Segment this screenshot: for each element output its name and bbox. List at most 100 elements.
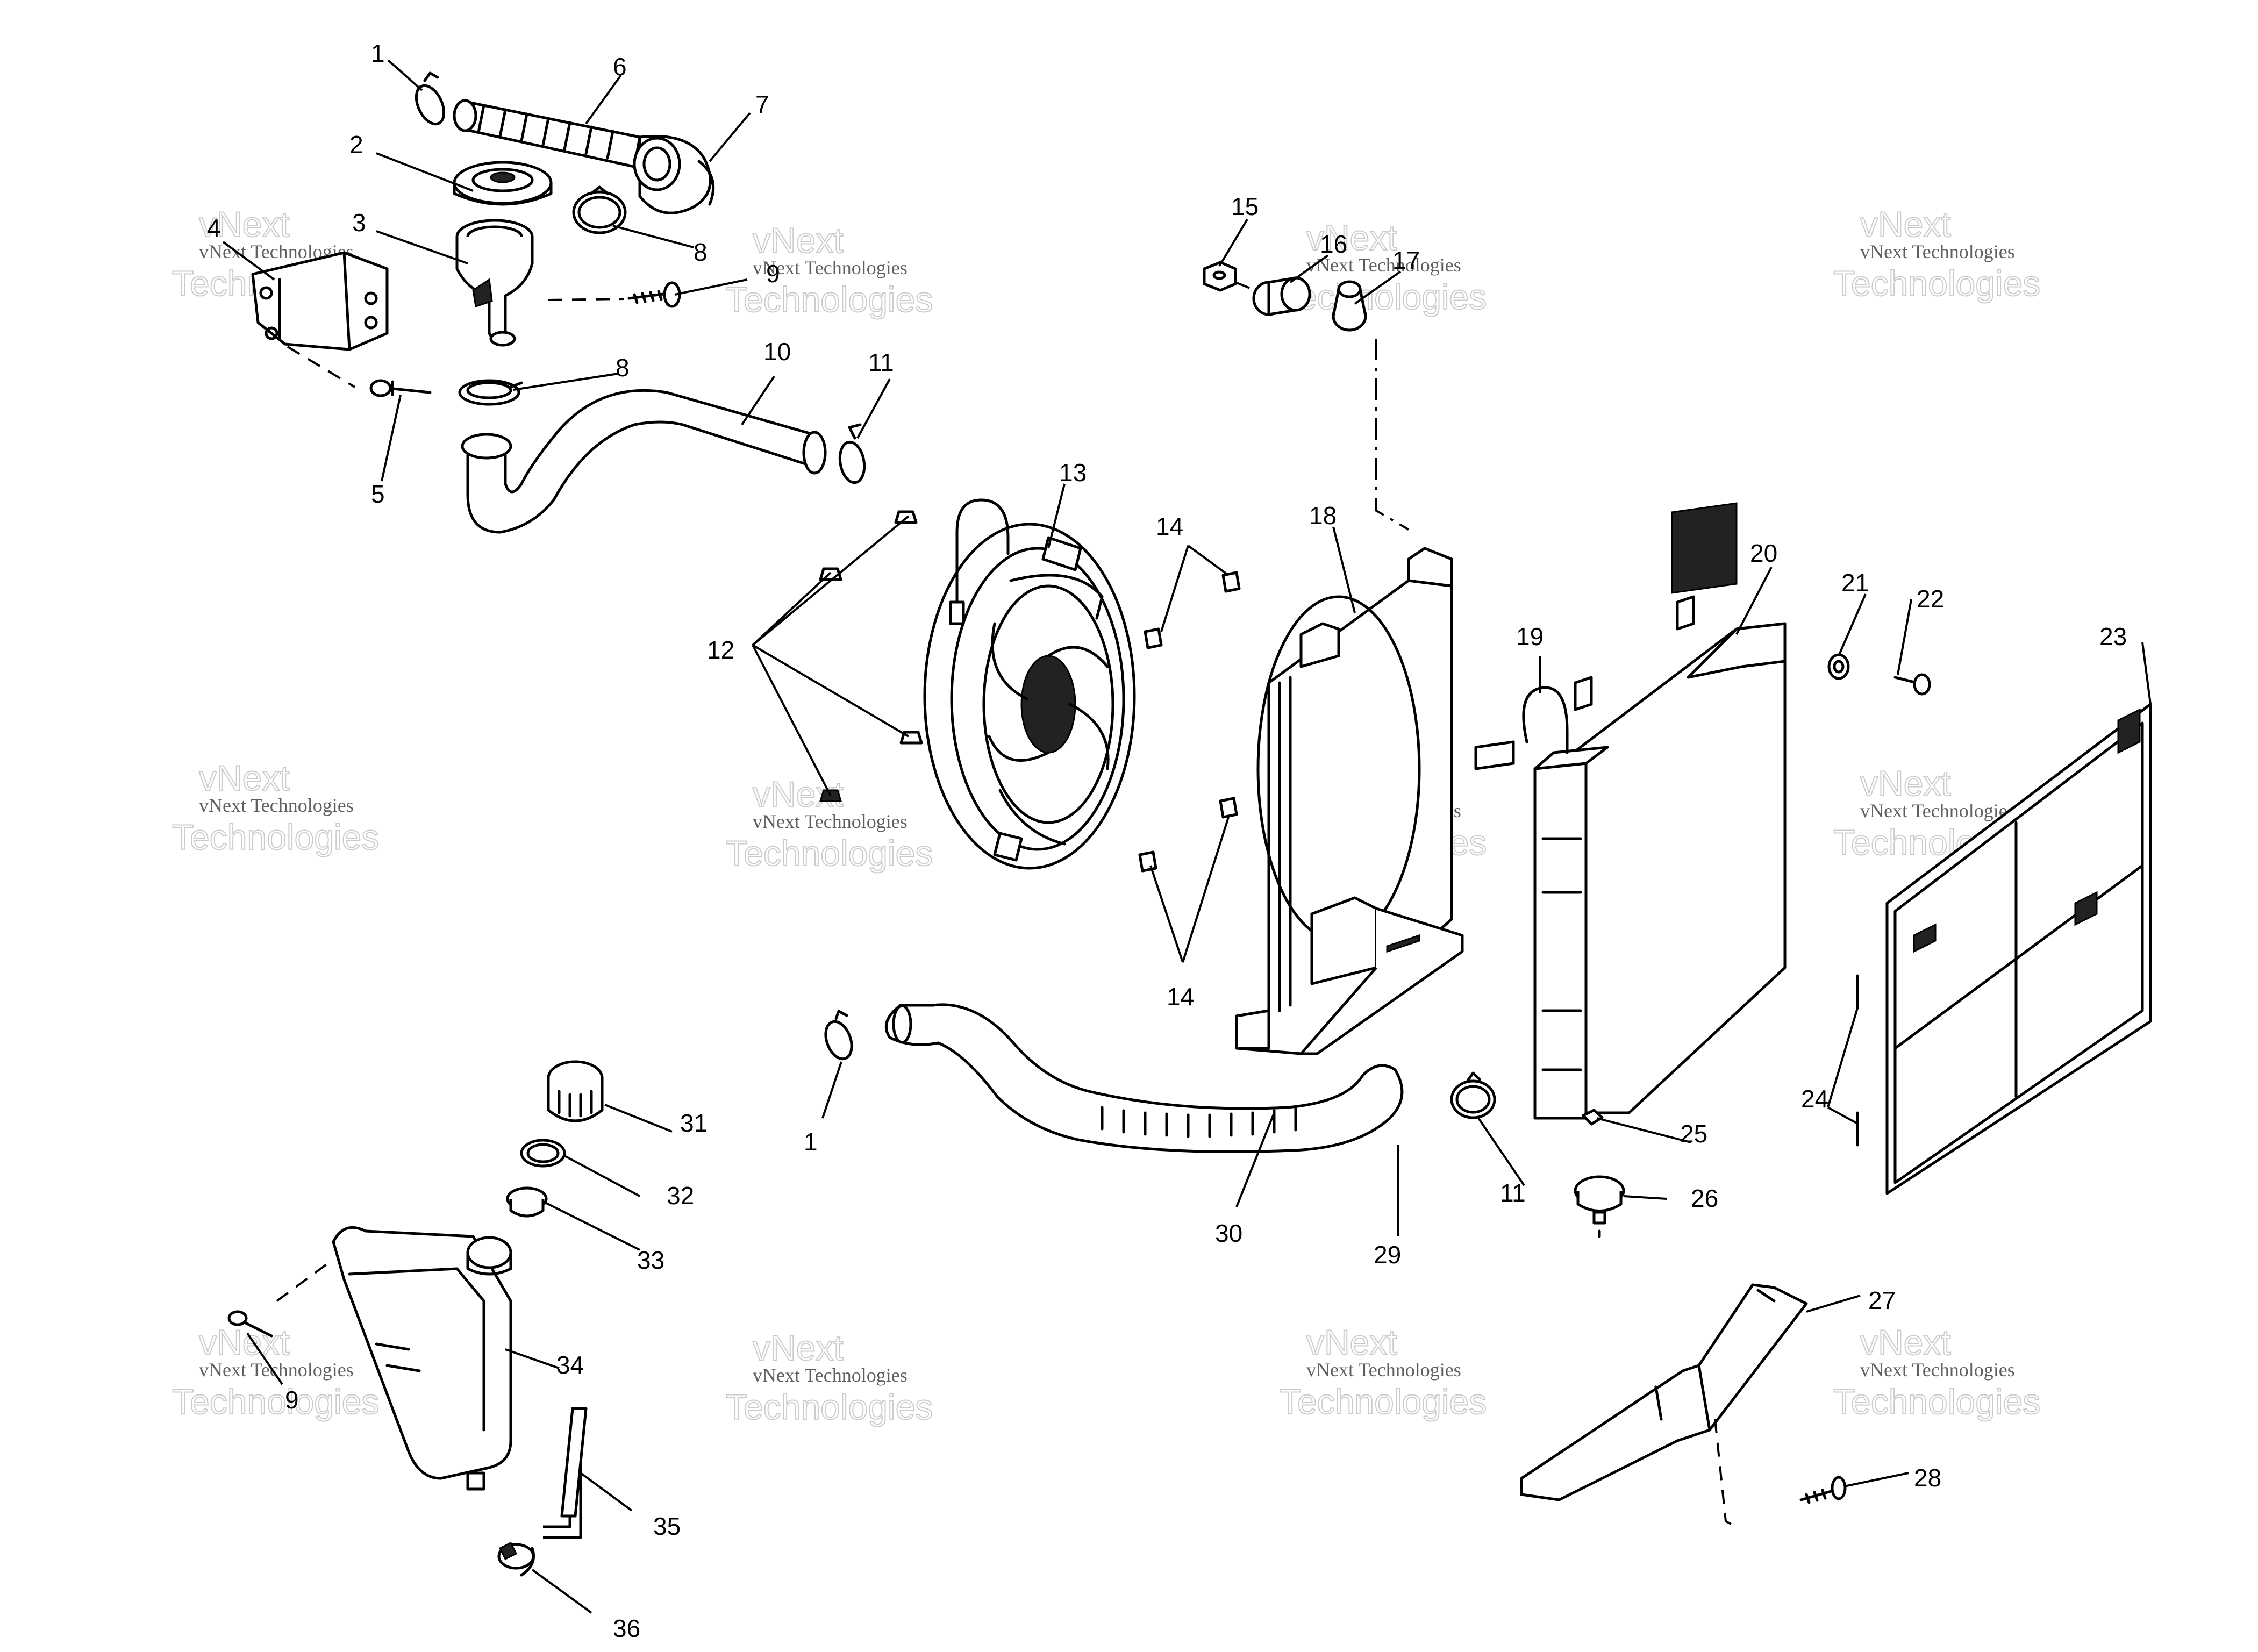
watermark-technologies: Technologies (726, 1387, 933, 1427)
callout-23: 23 (2099, 623, 2127, 650)
part-wire-harness-19 (1474, 686, 1569, 770)
watermark-vnext: vNext (199, 1322, 290, 1362)
part-hose-clamp-8a (572, 185, 627, 234)
part-radiator-cap-2 (453, 161, 553, 206)
callout-20: 20 (1750, 539, 1777, 567)
callout-36: 36 (613, 1614, 640, 1642)
callout-1: 1 (804, 1128, 818, 1156)
guide-line-9b (276, 1262, 329, 1302)
part-clip-14d (1138, 850, 1157, 873)
callout-18: 18 (1309, 502, 1337, 530)
guide-line-9a (548, 298, 624, 301)
part-screw-9a (627, 281, 681, 308)
watermark-technologies: Technologies (172, 1382, 379, 1421)
watermark-vnext: vNext (1860, 763, 1951, 803)
part-hose-10 (461, 389, 827, 534)
watermark-vnext: vNext (1306, 1322, 1397, 1362)
part-fan-wire-13 (949, 498, 1010, 625)
callout-2: 2 (349, 131, 363, 159)
watermark-text: vNext Technologies (753, 1364, 908, 1386)
callout-14: 14 (1167, 983, 1194, 1011)
watermark-technologies: Technologies (726, 280, 933, 319)
callout-1: 1 (371, 39, 385, 67)
leader-lines (222, 59, 2152, 1614)
guide-line-28 (1714, 1419, 1737, 1528)
part-bracket-27 (1520, 1283, 1808, 1501)
part-nut-15 (1203, 261, 1237, 292)
callout-10: 10 (763, 338, 791, 366)
part-hose-clamp-1b (824, 1010, 853, 1061)
part-hose-clamp-8b (458, 379, 523, 406)
part-drain-25 (1582, 1109, 1604, 1126)
part-filler-neck-3 (455, 219, 534, 347)
callout-4: 4 (207, 214, 221, 242)
callout-11: 11 (868, 348, 894, 376)
watermark-vnext: vNext (753, 220, 844, 260)
watermark-text: vNext Technologies (1306, 254, 1461, 276)
watermark-technologies: Technologies (172, 817, 379, 857)
part-grommet-16 (1252, 276, 1311, 316)
watermark-technologies: Technologies (726, 833, 933, 873)
callout-29: 29 (1374, 1241, 1401, 1269)
watermark-vnext: vNext (1860, 1322, 1951, 1362)
callout-12: 12 (707, 636, 734, 664)
callout-27: 27 (1868, 1286, 1896, 1314)
part-washer-21 (1827, 653, 1850, 680)
callout-9: 9 (766, 260, 780, 288)
callout-26: 26 (1691, 1184, 1718, 1212)
part-screw-28 (1799, 1476, 1847, 1504)
callout-16: 16 (1320, 230, 1347, 258)
watermark-vnext: vNext (1860, 204, 1951, 244)
part-bolt-22 (1893, 673, 1931, 696)
callout-33: 33 (637, 1246, 664, 1274)
part-screen-23 (1885, 703, 2152, 1195)
watermark-vnext: vNext (753, 1328, 844, 1368)
watermark-technologies: Technologies (1280, 1382, 1487, 1421)
part-grommet-26 (1574, 1175, 1625, 1238)
watermark-text: vNext Technologies (1860, 241, 2015, 262)
part-pin-5 (369, 379, 432, 397)
watermark-technologies: Technologies (1833, 263, 2040, 303)
callout-labels: 1 6 7 2 3 4 8 9 8 10 11 5 15 16 17 13 14… (207, 39, 2127, 1642)
part-bracket-4 (251, 251, 389, 351)
callout-32: 32 (667, 1182, 694, 1210)
callout-5: 5 (371, 480, 385, 508)
watermark-text: vNext Technologies (753, 811, 908, 832)
part-seal-32 (520, 1139, 566, 1168)
part-radiator-20 (1533, 502, 1787, 1120)
watermark-text: vNext Technologies (1306, 1359, 1461, 1381)
part-fan-13 (923, 523, 1136, 870)
callout-30: 30 (1215, 1219, 1242, 1247)
callout-8: 8 (616, 354, 630, 382)
callout-7: 7 (755, 90, 769, 118)
callout-8: 8 (694, 238, 708, 266)
part-clip-14c (1219, 797, 1238, 819)
guide-line-17 (1375, 339, 1410, 531)
part-hose-clamp-11b (1450, 1071, 1496, 1119)
callout-21: 21 (1841, 569, 1869, 597)
watermark-vnext: vNext (199, 758, 290, 798)
guide-line-5 (287, 346, 356, 388)
guide-line-16 (1236, 282, 1256, 291)
callout-19: 19 (1516, 623, 1544, 650)
part-spacer-17 (1332, 280, 1367, 332)
part-bottle-cap-31 (547, 1060, 604, 1122)
part-clip-14a (1221, 571, 1241, 593)
callout-28: 28 (1914, 1464, 1941, 1492)
callout-13: 13 (1059, 459, 1087, 487)
callout-3: 3 (352, 209, 366, 237)
part-overflow-tube-35 (543, 1407, 588, 1539)
callout-11: 11 (1500, 1179, 1526, 1207)
part-screw-9b (227, 1310, 273, 1338)
callout-31: 31 (680, 1109, 708, 1137)
watermark-text: vNext Technologies (199, 795, 354, 816)
callout-24: 24 (1801, 1085, 1828, 1113)
